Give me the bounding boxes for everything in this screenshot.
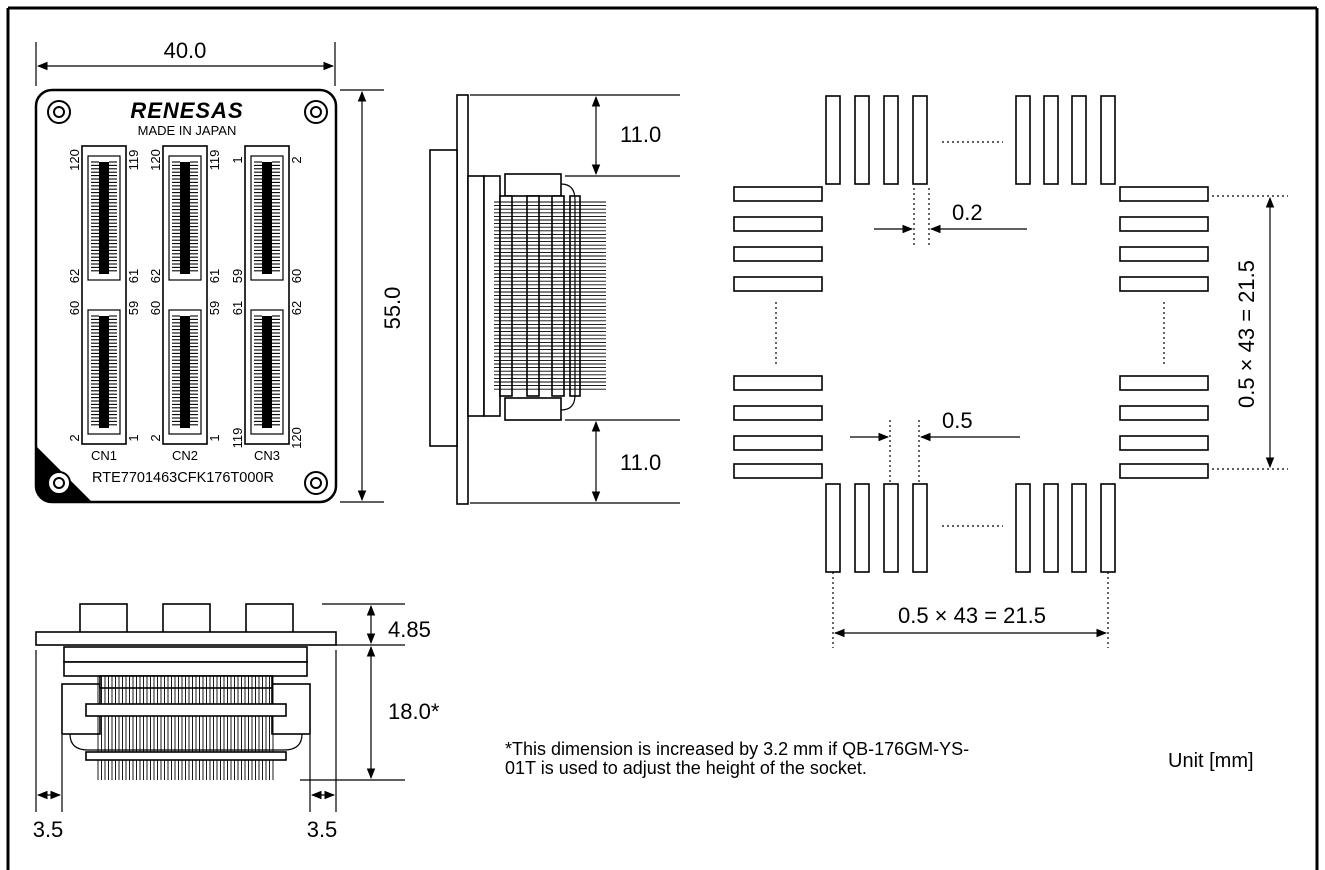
pin-label: 61 [126, 269, 141, 283]
pin-label: 119 [126, 150, 141, 171]
footprint-pad [1071, 95, 1087, 185]
connector-name: CN3 [254, 448, 280, 463]
footprint-pad [1015, 483, 1031, 573]
pin-label: 1 [126, 434, 141, 441]
unit-label: Unit [mm] [1168, 750, 1254, 772]
footprint-pad [1119, 216, 1209, 232]
footprint-view: 0.2 0.5 0.5 × 43 = 21.5 0.5 × 43 = 21.5 [733, 95, 1288, 648]
note-line-1: *This dimension is increased by 3.2 mm i… [505, 739, 969, 759]
horizontal-span-dimension: 0.5 × 43 = 21.5 [898, 603, 1046, 628]
pin-label: 120 [148, 149, 163, 171]
right-margin-dimension: 3.5 [307, 817, 338, 842]
pin-label: 119 [207, 150, 222, 171]
connector-name: CN2 [172, 448, 198, 463]
footprint-pad [733, 375, 823, 391]
origin-label: MADE IN JAPAN [138, 123, 237, 138]
page-frame [6, 6, 1319, 870]
mounting-hole-tr [304, 100, 328, 124]
mounting-hole-tl [47, 100, 71, 124]
footprint-pad [733, 246, 823, 262]
footprint-pad [883, 95, 899, 185]
pin-label: 2 [289, 156, 304, 163]
pin-label: 62 [148, 269, 163, 283]
part-number: RTE7701463CFK176T000R [92, 470, 274, 486]
side-board [456, 94, 469, 505]
side-top-dimension: 11.0 [620, 122, 661, 147]
side-view: 11.0 11.0 [429, 94, 680, 505]
footprint-pad [1119, 375, 1209, 391]
footprint-pad [825, 95, 841, 185]
pin-label: 119 [230, 428, 245, 449]
footprint-pad [1043, 95, 1059, 185]
pin-label: 1 [230, 156, 245, 163]
mounting-hole-br [304, 471, 328, 495]
footprint-pad [1100, 483, 1116, 573]
footprint-pad [1119, 405, 1209, 421]
footprint-pad [1015, 95, 1031, 185]
pin-label: 120 [67, 149, 82, 171]
footprint-pad [1119, 463, 1209, 479]
footprint-pad [912, 483, 928, 573]
pin-label: 61 [207, 269, 222, 283]
pin-label: 2 [67, 434, 82, 441]
bottom-view: 4.85 18.0* 3.5 3.5 [33, 603, 440, 842]
pin-label: 60 [148, 301, 163, 315]
footprint-pad [1119, 186, 1209, 202]
width-dimension: 40.0 [164, 38, 207, 63]
pitch-dimension: 0.5 [942, 408, 973, 433]
note-line-2: 01T is used to adjust the height of the … [505, 758, 867, 778]
footprint-pad [1119, 435, 1209, 451]
footprint-pad [733, 463, 823, 479]
pin-label: 60 [289, 269, 304, 283]
main-height-dimension: 18.0* [388, 699, 440, 724]
side-connector-block [429, 149, 458, 447]
footprint-pad [854, 95, 870, 185]
footprint-pad [733, 276, 823, 292]
pin-label: 59 [230, 269, 245, 283]
left-margin-dimension: 3.5 [33, 817, 64, 842]
pad-width-dimension: 0.2 [952, 200, 983, 225]
front-view: 40.0 RENESAS MADE IN JAPAN RTE7701463CFK… [34, 38, 405, 504]
pin-label: 2 [148, 434, 163, 441]
pin-label: 59 [126, 301, 141, 315]
pin-label: 120 [289, 427, 304, 449]
side-bottom-dimension: 11.0 [620, 450, 661, 475]
connector-name: CN1 [91, 448, 117, 463]
vertical-span-dimension: 0.5 × 43 = 21.5 [1234, 260, 1259, 408]
footprint-pad [733, 435, 823, 451]
height-dimension: 55.0 [380, 287, 405, 330]
footprint-pad [1119, 276, 1209, 292]
footprint-pad [733, 405, 823, 421]
pin-label: 62 [289, 301, 304, 315]
top-height-dimension: 4.85 [388, 617, 431, 642]
pin-label: 60 [67, 301, 82, 315]
footprint-pad [1119, 246, 1209, 262]
footprint-pad [733, 186, 823, 202]
pin-label: 1 [207, 434, 222, 441]
footprint-pad [733, 216, 823, 232]
mounting-hole-bl [47, 471, 71, 495]
footprint-pad [1100, 95, 1116, 185]
pin-label: 61 [230, 301, 245, 315]
footprint-pad [854, 483, 870, 573]
footprint-pad [1071, 483, 1087, 573]
footprint-pad [912, 95, 928, 185]
footprint-pad [825, 483, 841, 573]
pin-label: 62 [67, 269, 82, 283]
footprint-pad [1043, 483, 1059, 573]
pin-label: 59 [207, 301, 222, 315]
brand-logo: RENESAS [130, 98, 243, 123]
footprint-pad [883, 483, 899, 573]
